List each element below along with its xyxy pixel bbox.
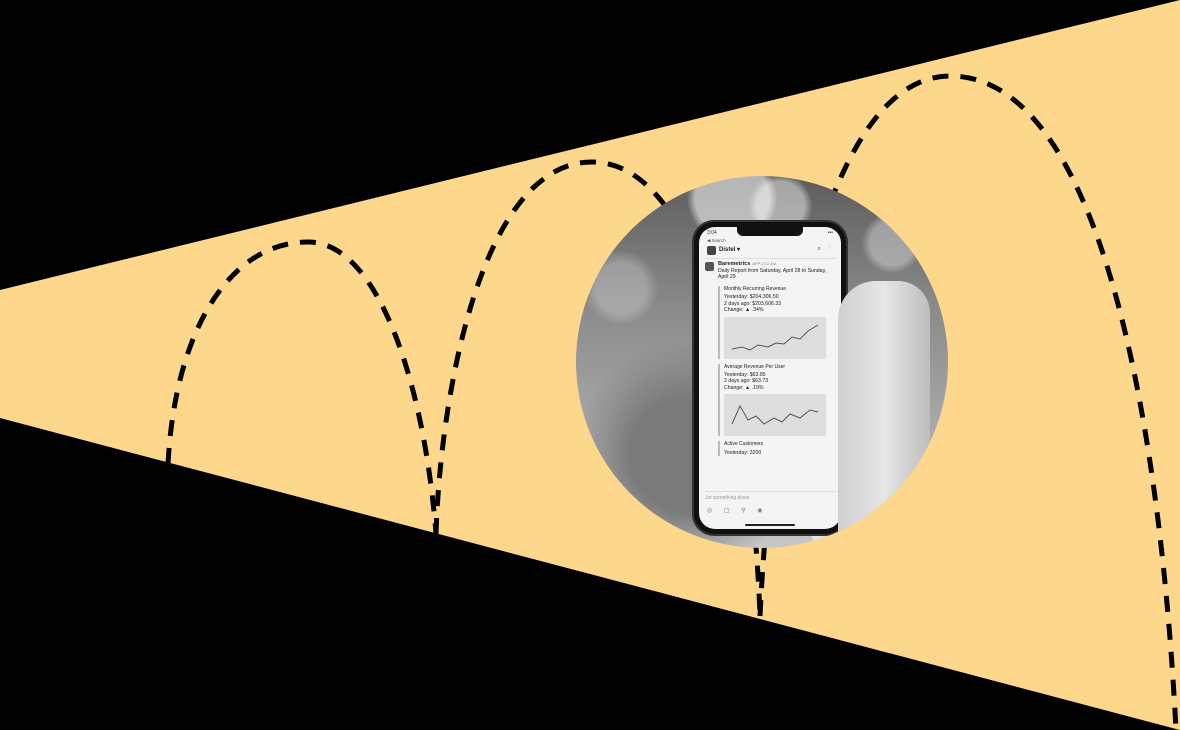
metric-line: Yesterday: $204,306.50 [724,294,779,301]
app-name: Baremetrics [718,261,751,267]
bounce-arc-2 [433,159,763,617]
dashed-bounce-path [165,73,1179,730]
baremetrics-icon [705,262,714,271]
composer-icons: ◎ ▢ ⚲ ◉ [707,507,768,514]
metric-title: Active Customers [724,441,764,448]
workspace-name: Distel ▾ [719,247,741,253]
metric-title: Average Revenue Per User [724,363,786,370]
phone-photo-circle: 3:04 ••• ◀ Search Distel ▾ ⌕ ⋮ Baremetri… [576,176,948,548]
home-indicator [745,524,795,526]
metric-line: Change: ▲ .34% [724,307,764,314]
mrr-sparkline [724,316,826,359]
status-time: 3:04 [707,230,717,236]
app-tag: APP 2:12 AM [752,261,777,266]
metric-line: Yesterday: 3200 [724,449,762,456]
metric-line: Change: ▲ .19% [724,384,764,391]
status-indicators: ••• [827,230,833,236]
hand [838,281,930,541]
metric-card: Monthly Recurring Revenue Yesterday: $20… [718,285,835,359]
smartphone: 3:04 ••• ◀ Search Distel ▾ ⌕ ⋮ Baremetri… [694,222,846,534]
back-link: ◀ Search [707,238,726,243]
workspace-icon [707,246,716,255]
metric-line: 2 days ago: $203,606.33 [724,300,782,307]
app-top-bar: Distel ▾ ⌕ ⋮ [705,244,835,259]
bounce-arc-1 [165,239,439,535]
phone-screen: 3:04 ••• ◀ Search Distel ▾ ⌕ ⋮ Baremetri… [699,227,841,529]
metric-card: Active Customers Yesterday: 3200 [718,441,835,457]
search-and-menu-icons: ⌕ ⋮ [817,246,833,252]
arpu-sparkline [724,394,826,437]
phone-notch [737,227,803,236]
metric-line: Yesterday: $63.85 [724,371,766,378]
metric-card: Average Revenue Per User Yesterday: $63.… [718,363,835,437]
metric-line: 2 days ago: $63.73 [724,378,769,385]
metric-title: Monthly Recurring Revenue [724,285,786,292]
message-heading: Daily Report from Saturday, April 28 to … [718,267,827,281]
compose-input: Jot something down [705,490,835,501]
